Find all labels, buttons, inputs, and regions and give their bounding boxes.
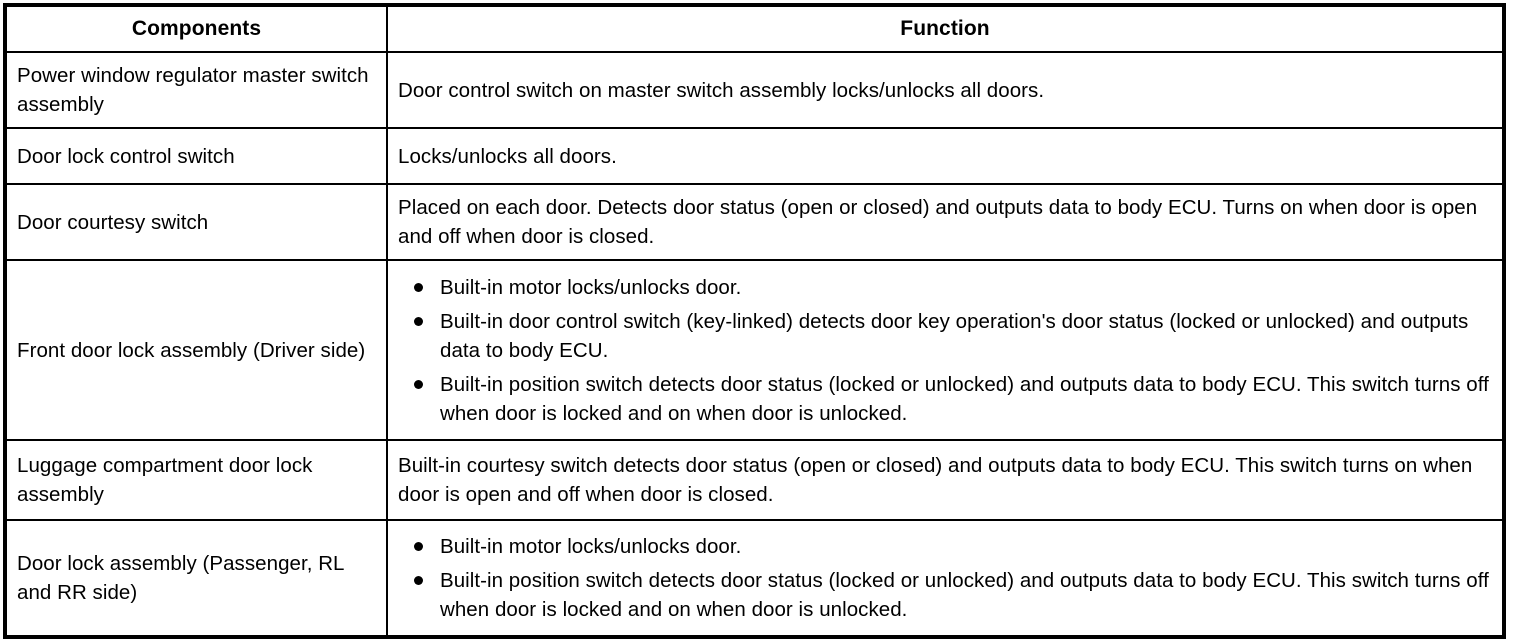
table-header-row: Components Function [4, 4, 1505, 53]
function-bullet-list: Built-in motor locks/unlocks door. Built… [402, 532, 1493, 624]
function-description-cell: Locks/unlocks all doors. [386, 127, 1505, 186]
function-bullet-item: Built-in position switch detects door st… [402, 370, 1493, 428]
component-name-cell: Luggage compartment door lock assembly [4, 439, 388, 522]
function-description-cell: Built-in courtesy switch detects door st… [386, 439, 1505, 522]
column-header-components: Components [4, 4, 388, 53]
function-bullet-list: Built-in motor locks/unlocks door. Built… [402, 273, 1493, 429]
table-row: Door courtesy switch Placed on each door… [4, 183, 1505, 262]
function-description-cell: Placed on each door. Detects door status… [386, 183, 1505, 262]
column-header-function: Function [386, 4, 1505, 53]
table-row: Power window regulator master switch ass… [4, 50, 1505, 130]
component-name-cell: Door lock assembly (Passenger, RL and RR… [4, 519, 388, 639]
table-row: Door lock assembly (Passenger, RL and RR… [4, 519, 1505, 639]
table-row: Front door lock assembly (Driver side) B… [4, 259, 1505, 442]
component-name-cell: Front door lock assembly (Driver side) [4, 259, 388, 442]
component-name-cell: Power window regulator master switch ass… [4, 50, 388, 130]
document-page: Components Function Power window regulat… [3, 3, 1506, 639]
component-name-cell: Door courtesy switch [4, 183, 388, 262]
table-row: Door lock control switch Locks/unlocks a… [4, 127, 1505, 186]
function-bullet-item: Built-in position switch detects door st… [402, 566, 1493, 624]
function-bullet-item: Built-in motor locks/unlocks door. [402, 273, 1493, 302]
function-description-cell: Built-in motor locks/unlocks door. Built… [386, 519, 1505, 639]
table-header: Components Function [4, 4, 1505, 53]
function-bullet-item: Built-in motor locks/unlocks door. [402, 532, 1493, 561]
components-function-table: Components Function Power window regulat… [3, 3, 1506, 639]
function-description-cell: Door control switch on master switch ass… [386, 50, 1505, 130]
function-description-cell: Built-in motor locks/unlocks door. Built… [386, 259, 1505, 442]
component-name-cell: Door lock control switch [4, 127, 388, 186]
table-body: Power window regulator master switch ass… [4, 50, 1505, 639]
function-bullet-item: Built-in door control switch (key-linked… [402, 307, 1493, 365]
table-row: Luggage compartment door lock assembly B… [4, 439, 1505, 522]
